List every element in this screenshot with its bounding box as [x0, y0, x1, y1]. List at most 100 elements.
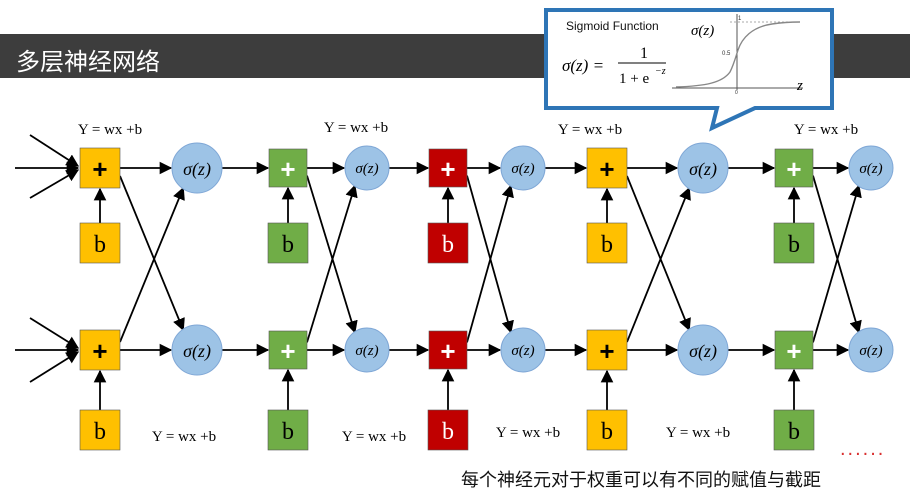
plus-label-layer-4-top: + [599, 154, 614, 184]
sigma-node-layer-1-bottom [171, 324, 223, 376]
input-arrow-top-3 [29, 169, 80, 199]
slide-title: 多层神经网络 [16, 48, 160, 76]
formula-denominator: 1 + e [619, 71, 649, 87]
formula-label-top-3: Y = wx +b [558, 122, 622, 138]
graph-z-label: z [796, 78, 803, 94]
network-nodes: + b σ(z) + b σ(z) + b σ(z) + b σ(z) + b σ(z) + b σ(z) + b σ(… [79, 142, 894, 451]
formula-exponent: −z [655, 66, 666, 77]
bias-label-layer-5-bottom: b [788, 419, 800, 445]
plus-cross-layer-1-bottom [119, 186, 185, 343]
plus-cross-layer-4-top [626, 175, 691, 332]
sigma-label-layer-2-top: σ(z) [355, 161, 378, 177]
bias-box-layer-2-bottom [267, 409, 309, 451]
plus-box-layer-4-top [586, 147, 628, 189]
plus-box-layer-1-top [79, 147, 121, 189]
plus-cross-layer-5-bottom [812, 184, 862, 343]
formula-label-top-2: Y = wx +b [324, 120, 388, 136]
formula-label-bottom-3: Y = wx +b [496, 425, 560, 441]
sigma-node-layer-5-top [848, 145, 894, 191]
graph-sigma-label: σ(z) [691, 23, 714, 39]
plus-box-layer-4-bottom [586, 329, 628, 371]
bias-box-layer-5-bottom [773, 409, 815, 451]
bias-label-layer-4-top: b [601, 232, 613, 258]
sigma-node-layer-2-top [344, 145, 390, 191]
bias-box-layer-4-top [586, 222, 628, 264]
formula-numerator: 1 [640, 45, 648, 62]
input-arrow-top-2 [29, 134, 80, 167]
sigma-label-layer-1-top: σ(z) [183, 159, 211, 180]
sigma-node-layer-2-bottom [344, 327, 390, 373]
bias-box-layer-3-top [427, 222, 469, 264]
plus-label-layer-2-bottom: + [280, 336, 295, 366]
plus-cross-layer-2-bottom [306, 184, 358, 343]
plus-label-layer-5-top: + [786, 154, 801, 184]
graph-mid-tick: 0.5 [722, 51, 731, 57]
bias-box-layer-2-top [267, 222, 309, 264]
slide-caption: 每个神经元对于权重可以有不同的赋值与截距 [461, 470, 821, 491]
neuron-unit-layer-1-bottom: +bσ(z) [79, 324, 223, 451]
neuron-unit-layer-3-bottom: +bσ(z) [427, 327, 546, 451]
plus-box-layer-5-bottom [774, 330, 814, 370]
bias-box-layer-5-top [773, 222, 815, 264]
input-arrow-bottom-3 [29, 351, 80, 383]
neuron-unit-layer-5-bottom: + b σ(z) [773, 327, 894, 451]
neuron-unit-layer-5-top: + b σ(z) [773, 145, 894, 264]
plus-cross-layer-5-top [812, 175, 862, 334]
plus-cross-layer-1-top [119, 175, 185, 332]
sigma-label-layer-2-bottom: σ(z) [355, 343, 378, 359]
sigma-label-layer-5-top: σ(z) [859, 161, 882, 177]
sigma-label-layer-1-bottom: σ(z) [183, 341, 211, 362]
graph-origin-tick: 0 [735, 90, 738, 96]
bias-label-layer-3-top: b [442, 232, 454, 258]
callout-heading: Sigmoid Function [566, 19, 659, 33]
formula-label-top-4: Y = wx +b [794, 122, 858, 138]
sigmoid-curve [675, 21, 801, 88]
plus-box-layer-3-top [428, 148, 468, 188]
sigma-node-layer-4-top [677, 142, 729, 194]
plus-label-layer-2-top: + [280, 154, 295, 184]
sigma-node-layer-5-bottom [848, 327, 894, 373]
input-arrow-bottom-2 [29, 317, 80, 349]
bias-box-layer-1-bottom [79, 409, 121, 451]
bias-label-layer-1-bottom: b [94, 419, 106, 445]
plus-cross-layer-3-bottom [466, 184, 514, 343]
callout-border [544, 8, 834, 132]
sigma-node-layer-3-top [500, 145, 546, 191]
sigma-node-layer-4-bottom [677, 324, 729, 376]
neuron-unit-layer-1-top: + b σ(z) [79, 142, 223, 264]
bias-box-layer-3-bottom [427, 409, 469, 451]
plus-cross-layer-4-bottom [626, 186, 691, 343]
plus-label-layer-3-bottom: + [440, 336, 455, 366]
plus-label-layer-5-bottom: + [786, 336, 801, 366]
neuron-unit-layer-4-top: +bσ(z) [586, 142, 729, 264]
network-connections [15, 134, 862, 410]
plus-label-layer-4-bottom: + [599, 336, 614, 366]
bias-label-layer-2-top: b [282, 232, 294, 258]
plus-box-layer-2-top [268, 148, 308, 188]
bias-box-layer-1-top [79, 222, 121, 264]
sigma-label-layer-3-top: σ(z) [511, 161, 534, 177]
sigma-label-layer-5-bottom: σ(z) [859, 343, 882, 359]
continuation-dots: ...... [840, 438, 886, 460]
bias-label-layer-4-bottom: b [601, 419, 613, 445]
neuron-unit-layer-2-top: + b σ(z) [267, 145, 390, 264]
bias-label-layer-5-top: b [788, 232, 800, 258]
sigma-node-layer-1-top [171, 142, 223, 194]
plus-cross-layer-2-top [306, 175, 358, 334]
sigma-node-layer-3-bottom [500, 327, 546, 373]
neuron-unit-layer-3-top: +bσ(z) [427, 145, 546, 264]
bias-label-layer-1-top: b [94, 232, 106, 258]
sigmoid-callout: Sigmoid Function σ(z) = 1 1 + e −z σ(z) … [544, 8, 834, 132]
plus-label-layer-1-top: + [92, 154, 107, 184]
neuron-unit-layer-4-bottom: + b σ(z) [586, 324, 729, 451]
plus-box-layer-2-bottom [268, 330, 308, 370]
graph-top-tick: 1 [738, 16, 742, 22]
sigma-label-layer-4-bottom: σ(z) [689, 341, 717, 362]
formula-label-bottom-4: Y = wx +b [666, 425, 730, 441]
bias-box-layer-4-bottom [586, 409, 628, 451]
neuron-unit-layer-2-bottom: +bσ(z) [267, 327, 390, 451]
formula-labels: Y = wx +b Y = wx +b Y = wx +b Y = wx +b Y = … [78, 120, 858, 445]
plus-box-layer-1-bottom [79, 329, 121, 371]
bias-label-layer-3-bottom: b [442, 419, 454, 445]
